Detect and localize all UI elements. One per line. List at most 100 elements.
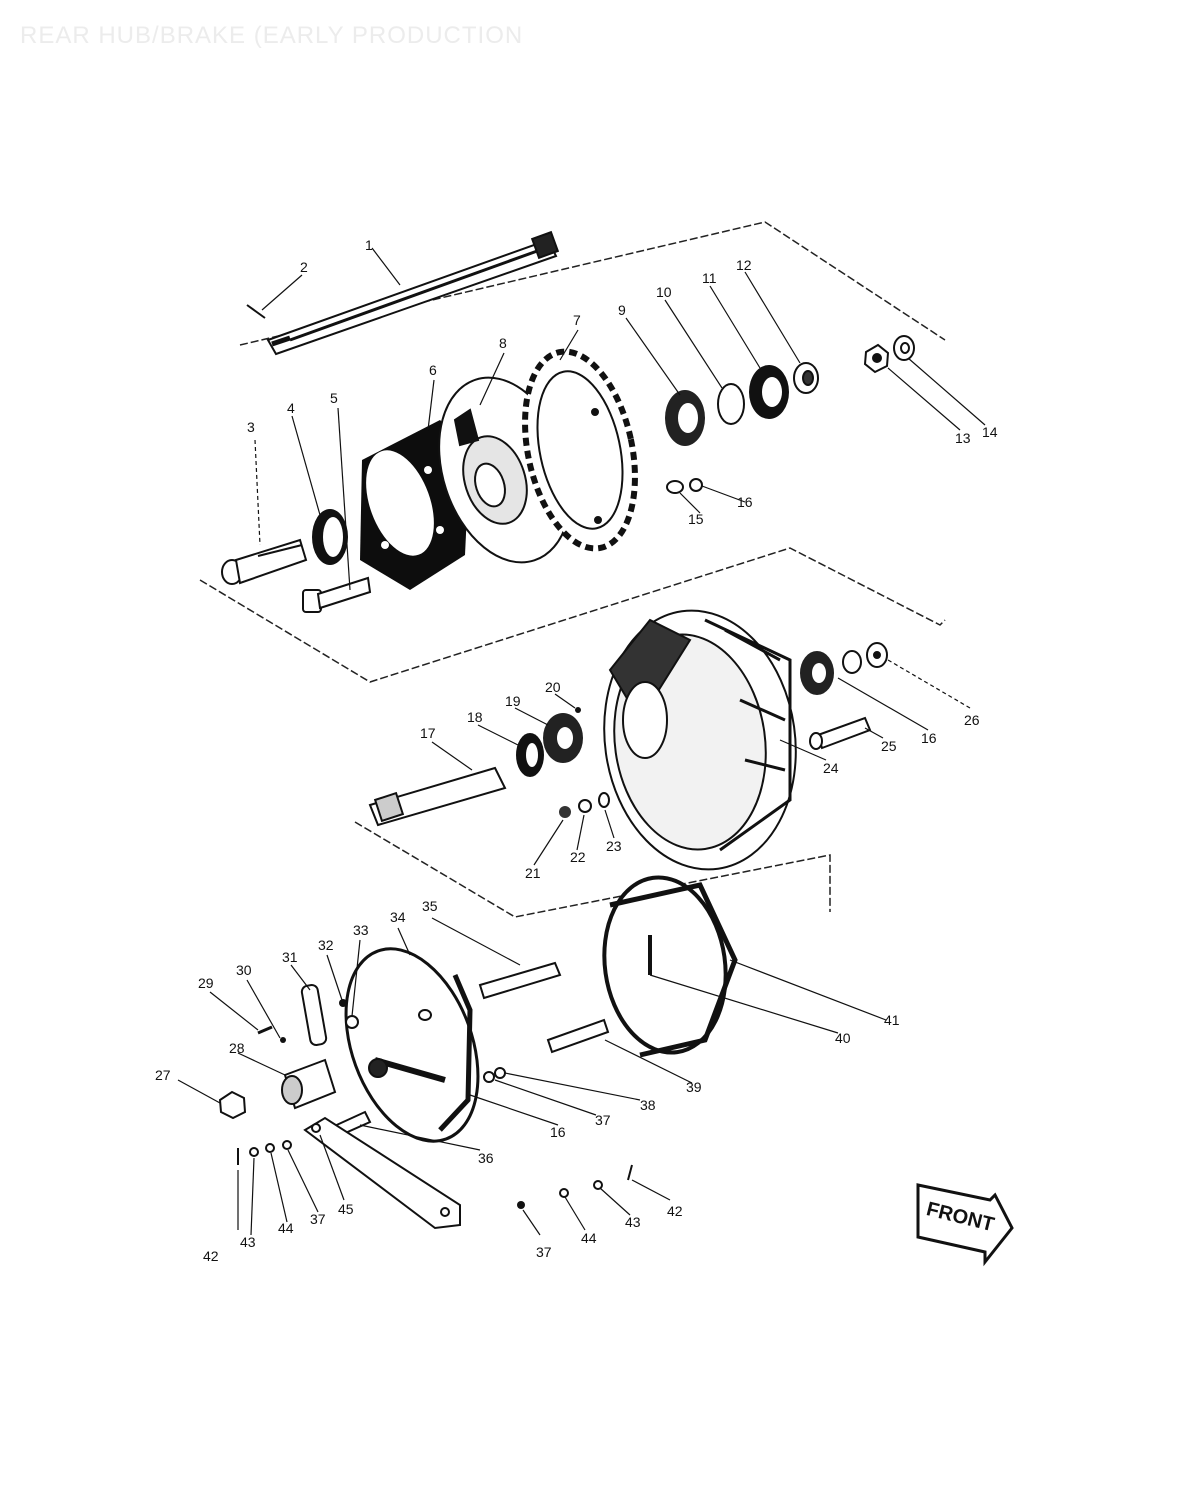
part-label: 2 (300, 259, 308, 275)
part-label: 4 (287, 400, 295, 416)
brake-plate-part-34 (344, 947, 480, 1143)
ring-part-4 (312, 509, 348, 565)
stud-part-25 (809, 716, 872, 750)
part-label: 7 (573, 312, 581, 328)
screw-part-29 (257, 1025, 273, 1035)
part-label: 1 (365, 237, 373, 253)
part-label: 41 (884, 1012, 900, 1028)
spacer-part-12 (793, 362, 819, 394)
part-label: 43 (240, 1234, 256, 1250)
part-label: 18 (467, 709, 483, 725)
spacer-part-26 (842, 642, 888, 674)
circlip-part-10 (717, 383, 745, 425)
bearing-part-19-right (800, 651, 834, 695)
washer-part-44-left (265, 1143, 275, 1153)
nut-part-27 (218, 1090, 247, 1120)
axle-part-1 (266, 230, 560, 356)
part-label: 20 (545, 679, 561, 695)
nut-part-21 (559, 806, 571, 818)
part-label: 44 (278, 1220, 294, 1236)
seal-part-11 (749, 365, 789, 419)
cotter-pin-part-2 (246, 304, 266, 319)
part-label: 15 (688, 511, 704, 527)
front-direction-arrow: FRONT (916, 1183, 1014, 1267)
part-label: 34 (390, 909, 406, 925)
nut-part-16-upper (689, 478, 703, 492)
part-label: 8 (499, 335, 507, 351)
bolt-part-5 (302, 576, 372, 613)
part-label: 37 (310, 1211, 326, 1227)
sleeve-part-28 (281, 1058, 337, 1110)
diagram-title: REAR HUB/BRAKE (EARLY PRODUCTION (20, 22, 524, 49)
part-label: 37 (595, 1112, 611, 1128)
bolt-part-37-left (282, 1140, 292, 1150)
part-label: 17 (420, 725, 436, 741)
bolt-part-3 (221, 538, 308, 585)
bolt-part-37-bottom (517, 1201, 525, 1209)
part-label: 40 (835, 1030, 851, 1046)
bearing-part-19 (543, 713, 583, 763)
part-label: 16 (737, 494, 753, 510)
part-label: 25 (881, 738, 897, 754)
part-label: 10 (656, 284, 672, 300)
part-label: 44 (581, 1230, 597, 1246)
part-label: 14 (982, 424, 998, 440)
part-label: 26 (964, 712, 980, 728)
part-label: 12 (736, 257, 752, 273)
washer-part-14 (893, 335, 915, 361)
part-label: 16 (921, 730, 937, 746)
part-label: 39 (686, 1079, 702, 1095)
part-label: 43 (625, 1214, 641, 1230)
part-label: 5 (330, 390, 338, 406)
part-label: 9 (618, 302, 626, 318)
nut-part-13 (863, 343, 890, 374)
washer-part-23 (598, 792, 610, 808)
nut-part-43-right (593, 1180, 603, 1190)
link-part-31 (300, 984, 328, 1046)
part-label: 36 (478, 1150, 494, 1166)
part-label: 6 (429, 362, 437, 378)
brake-shoes-part-40 (602, 875, 738, 1058)
part-label: 29 (198, 975, 214, 991)
part-label: 38 (640, 1097, 656, 1113)
sprocket-part-7 (522, 348, 638, 552)
part-labels: 1 2 3 4 5 6 8 7 9 10 11 12 13 14 15 16 2… (155, 237, 998, 1264)
part-label: 42 (203, 1248, 219, 1264)
part-label: 37 (536, 1244, 552, 1260)
torque-arm-part-45 (303, 1116, 461, 1230)
pivot-pin-part-35 (478, 961, 562, 1000)
nut-part-43-left (249, 1147, 259, 1157)
leader-lines (177, 247, 986, 1236)
part-label: 32 (318, 937, 334, 953)
nut-part-37-mid (483, 1071, 495, 1083)
washer-part-30 (280, 1037, 286, 1043)
part-label: 33 (353, 922, 369, 938)
part-label: 23 (606, 838, 622, 854)
part-label: 22 (570, 849, 586, 865)
part-label: 35 (422, 898, 438, 914)
part-label: 16 (550, 1124, 566, 1140)
part-label: 13 (955, 430, 971, 446)
part-label: 30 (236, 962, 252, 978)
spacer-part-17 (368, 766, 507, 827)
cotter-pin-part-42-right (627, 1164, 633, 1181)
part-label: 11 (702, 270, 717, 286)
washer-part-22 (578, 799, 592, 813)
washer-part-32 (339, 999, 347, 1007)
grease-nipple-part-20 (575, 707, 581, 713)
washer-part-38 (494, 1067, 506, 1079)
hub-shell-part-24 (603, 609, 797, 871)
part-label: 45 (338, 1201, 354, 1217)
part-label: 27 (155, 1067, 171, 1083)
part-label: 19 (505, 693, 521, 709)
washer-part-44-right (559, 1188, 569, 1198)
part-label: 3 (247, 419, 255, 435)
bearing-part-9 (665, 390, 705, 446)
part-label: 42 (667, 1203, 683, 1219)
part-label: 24 (823, 760, 839, 776)
stud-part-39 (546, 1018, 610, 1054)
part-label: 21 (525, 865, 541, 881)
seal-part-18 (516, 733, 544, 777)
